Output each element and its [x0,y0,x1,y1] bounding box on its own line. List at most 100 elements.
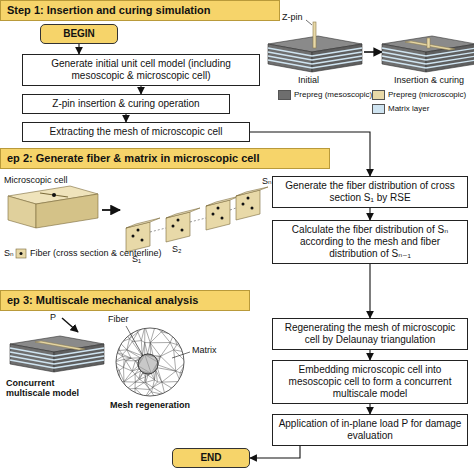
leader-line [306,20,312,25]
triangle-mesh [114,326,186,397]
flow-arrow [369,350,370,360]
z-pin [313,22,316,48]
figure-label: Initial [298,75,319,85]
part-label: Matrix [192,345,217,355]
fiber-section [138,354,158,374]
slice-icon [16,249,26,258]
art-circle [242,203,245,206]
step-header: Step 1: Insertion and curing simulation [0,0,280,21]
process-box: Generate the fiber distribution of cross… [272,176,468,208]
art-circle [177,219,180,222]
legend-swatch [278,90,291,100]
legend-item: Prepreg (mesoscopic) [278,90,372,100]
process-box: Generate initial unit cell model (includ… [22,54,260,86]
flow-arrow [125,114,126,122]
part-label: Z-pin [282,12,303,22]
cured-laminate [382,36,474,72]
art-polygon [236,187,268,196]
art-polygon [126,218,160,228]
legend-text: Prepreg (microscopic) [388,90,466,100]
part-label: Fiber (cross section & centerline) [30,248,162,258]
step-header: ep 2: Generate fiber & matrix in microsc… [0,148,330,169]
z-pin [427,38,430,48]
microscopic-cell [36,194,98,228]
node-text: Calculate the fiber distribution of Sₙ a… [278,224,462,260]
node-text: Regenerating the mesh of microscopic cel… [278,322,462,346]
flow-arrow [78,44,79,54]
exploded-slices [126,187,268,252]
microscopic-cell [8,196,36,228]
flow-arrow [369,208,370,220]
section-label: Sₙ [262,176,272,186]
process-box: Z-pin insertion & curing operation [22,94,230,114]
art-line [230,208,236,210]
node-text: Embedding microscopic cell into mesoscop… [278,364,462,400]
node-text: ep 2: Generate fiber & matrix in microsc… [7,152,323,165]
process-box: Application of in-plane load P for damag… [272,414,468,446]
legend-swatch [372,104,385,114]
section-label: S₁ [132,254,141,264]
process-box: Extracting the mesh of microscopic cell [22,122,250,142]
art-circle [221,217,224,220]
art-line [150,228,166,232]
art-circle [181,229,184,232]
art-circle [141,239,144,242]
part-label: Microscopic cell [4,175,68,185]
section-label: S₂ [172,244,182,254]
pin-slot [40,193,68,197]
mesh-lines [114,326,186,397]
leader-line [172,352,190,358]
art-polygon [206,196,240,206]
art-circle [251,207,254,210]
art-polygon [166,208,200,218]
figure-label: Mesh regeneration [110,400,190,410]
section-label: Sₙ [4,248,14,258]
flow-arrow [369,404,370,414]
flow-arrow [369,264,370,318]
art-circle [172,225,175,228]
load-arrow [62,318,78,332]
process-box: Regenerating the mesh of microscopic cel… [272,318,468,350]
node-text: Step 1: Insertion and curing simulation [7,4,273,17]
fiber-dot [20,252,23,255]
node-text: ep 3: Multiscale mechanical analysis [7,294,243,307]
fiber-dot [52,193,56,197]
legend-swatch [372,90,385,100]
art-circle [217,207,220,210]
process-box: Embedding microscopic cell into mesoscop… [272,360,468,404]
node-text: Extracting the mesh of microscopic cell [28,126,244,138]
end-terminal: END [172,448,250,468]
process-box: Calculate the fiber distribution of Sₙ a… [272,220,468,264]
part-label: Fiber [108,314,129,324]
flow-arrow [250,132,370,176]
legend-text: Prepreg (mesoscopic) [294,90,372,100]
figure-label: Insertion & curing [394,75,464,85]
fiber-centerline [150,208,236,232]
legend-item: Matrix layer [372,104,429,114]
start-terminal: BEGIN [40,24,118,44]
process-arrow [102,209,120,211]
legend-text: Matrix layer [388,104,429,114]
art-circle [137,229,140,232]
art-line [190,218,206,222]
node-text: Generate the fiber distribution of cross… [278,180,462,204]
microscopic-cell [35,341,85,350]
leader-line [126,326,143,356]
node-text: Application of in-plane load P for damag… [278,418,462,442]
node-text: Z-pin insertion & curing operation [28,98,224,110]
node-text: Generate initial unit cell model (includ… [28,58,254,82]
legend-item: Prepreg (microscopic) [372,90,466,100]
concurrent-model-laminate [10,336,104,372]
step-header: ep 3: Multiscale mechanical analysis [0,290,250,311]
flow-arrow [140,86,141,94]
art-circle [212,213,215,216]
art-circle [132,235,135,238]
flow-arrow [250,446,300,458]
process-arrow [364,51,382,53]
node-text: BEGIN [45,28,113,40]
fiber-cross-sections [132,197,254,242]
node-text: END [177,452,245,464]
load-label: P [50,312,56,322]
